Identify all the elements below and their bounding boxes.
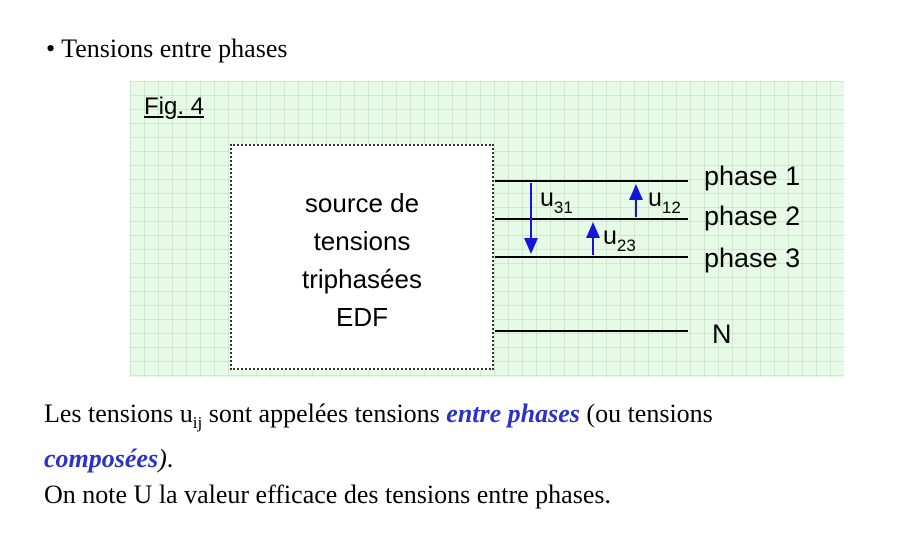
phase-3-label: phase 3: [704, 243, 801, 273]
u23-label: u23: [603, 222, 636, 255]
text-ou-tensions: (ou tensions: [579, 399, 713, 428]
paragraph-line-3: On note U la valeur efficace des tension…: [44, 480, 611, 509]
u12-sub: 12: [661, 198, 681, 217]
section-heading: • Tensions entre phases: [46, 34, 288, 64]
neutral-label: N: [712, 319, 732, 349]
source-box: source de tensions triphasées EDF: [230, 144, 494, 370]
source-line-2: tensions: [313, 226, 411, 256]
source-line-4: EDF: [336, 302, 388, 332]
u31-arrow: [524, 183, 538, 254]
u12-label: u12: [648, 184, 681, 217]
phase-2-label: phase 2: [704, 201, 801, 231]
text-tensions-u: Les tensions u: [44, 399, 193, 428]
term-entre-phases: entre phases: [446, 399, 580, 428]
paragraph-line-1: Les tensions uij sont appelées tensions …: [44, 396, 904, 441]
phase-1-label: phase 1: [704, 161, 801, 191]
text-sont-appelees: sont appelées tensions: [202, 399, 447, 428]
closing-paren: ): [158, 444, 167, 473]
subscript-ij: ij: [192, 413, 203, 432]
bullet-point: •: [46, 34, 56, 63]
u31-base: u: [540, 184, 554, 212]
source-line-1: source de: [304, 188, 420, 218]
u23-base: u: [603, 222, 617, 250]
explanation-paragraph: Les tensions uij sont appelées tensions …: [44, 396, 904, 513]
u31-sub: 31: [553, 198, 573, 217]
term-composees: composées: [44, 444, 159, 473]
figure-label: Fig. 4: [144, 93, 205, 120]
u23-sub: 23: [616, 236, 636, 255]
paragraph-line-2: composées).: [44, 441, 904, 477]
u23-arrow: [586, 222, 600, 255]
period: .: [166, 444, 174, 473]
u12-base: u: [648, 184, 662, 212]
u12-arrow: [629, 184, 643, 217]
source-text: source de tensions triphasées EDF: [232, 184, 492, 336]
section-title: Tensions entre phases: [61, 34, 288, 63]
source-line-3: triphasées: [302, 264, 422, 294]
u31-label: u31: [540, 184, 573, 217]
